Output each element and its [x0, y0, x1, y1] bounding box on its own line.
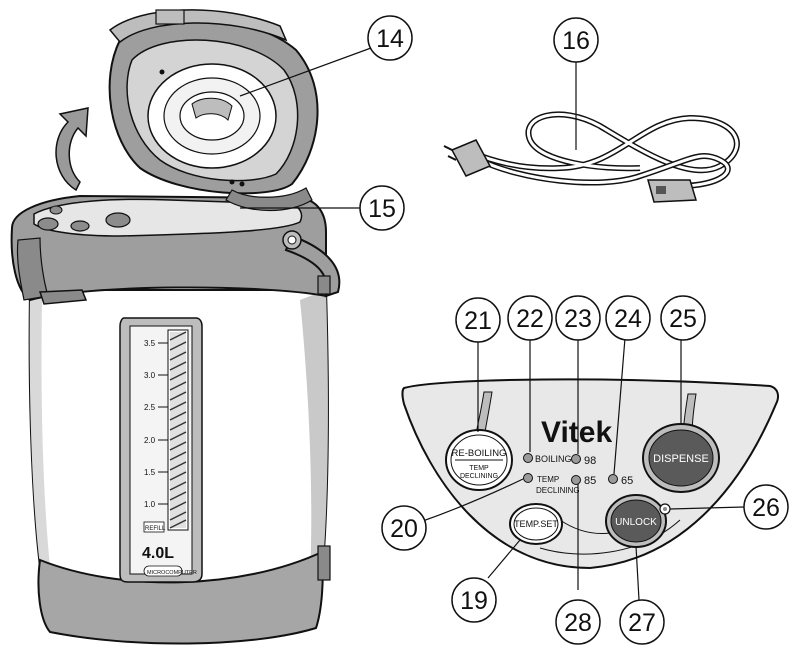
temp-set-label: TEMP.SET — [514, 519, 558, 529]
dispense-button[interactable]: DISPENSE — [642, 423, 720, 493]
refill-label: REFILL — [145, 526, 166, 532]
temp-85-label: 85 — [584, 475, 596, 487]
unlock-button[interactable]: UNLOCK — [605, 494, 667, 548]
callout-24: 24 — [605, 295, 651, 341]
svg-text:16: 16 — [562, 27, 590, 55]
gauge-mark-2.0: 2.0 — [144, 436, 156, 445]
capacity-label: 4.0L — [142, 545, 174, 562]
gauge-mark-3.0: 3.0 — [144, 371, 156, 380]
gauge-mark-1.0: 1.0 — [144, 500, 156, 509]
callout-19: 19 — [451, 577, 497, 623]
control-panel-illustration: Vitek RE-BOILING TEMP DECLINING TEMP.SET… — [401, 378, 779, 570]
pot-lid — [108, 9, 319, 212]
reboiling-label: RE-BOILING — [452, 448, 507, 459]
temp-set-button[interactable]: TEMP.SET — [509, 503, 563, 545]
temp-65-label: 65 — [621, 475, 633, 487]
pot-handle — [284, 234, 341, 298]
leader-lines — [239, 47, 745, 601]
unlock-label: UNLOCK — [615, 517, 657, 528]
svg-text:28: 28 — [564, 609, 592, 637]
gauge-mark-3.5: 3.5 — [144, 339, 156, 348]
temp-65-indicator-light — [608, 474, 618, 484]
svg-text:27: 27 — [628, 609, 656, 637]
callout-27: 27 — [619, 599, 665, 645]
svg-text:22: 22 — [516, 305, 544, 333]
temp-85-indicator-light — [571, 475, 581, 485]
pot-spout — [38, 289, 88, 305]
power-plug-icon — [450, 139, 492, 177]
svg-text:14: 14 — [376, 25, 404, 53]
water-level-fill — [169, 331, 187, 529]
gauge-mark-1.5: 1.5 — [144, 468, 156, 477]
temp-98-label: 98 — [584, 455, 596, 467]
water-level-window: 3.5 3.0 2.5 2.0 1.5 1.0 REFILL 4.0L MICR… — [119, 317, 203, 583]
callout-26: 26 — [743, 484, 789, 530]
power-cord-illustration — [443, 111, 740, 203]
callout-22: 22 — [507, 295, 553, 341]
reboiling-declining-label: DECLINING — [460, 473, 498, 480]
dispense-label: DISPENSE — [653, 453, 709, 465]
svg-text:24: 24 — [614, 305, 642, 333]
svg-text:15: 15 — [368, 195, 396, 223]
temp-declining-label-2: DECLINING — [536, 486, 580, 495]
temp-98-indicator-light — [571, 454, 581, 464]
temp-declining-label-1: TEMP — [537, 475, 559, 484]
callout-25: 25 — [660, 295, 706, 341]
open-lid-arrow-icon — [55, 107, 89, 192]
thermo-pot-illustration: 3.5 3.0 2.5 2.0 1.5 1.0 REFILL 4.0L MICR… — [10, 9, 341, 645]
boiling-indicator-light — [523, 453, 533, 463]
callout-21: 21 — [455, 297, 501, 343]
reboiling-button[interactable]: RE-BOILING TEMP DECLINING — [445, 429, 513, 491]
callout-15: 15 — [359, 185, 405, 231]
svg-text:26: 26 — [752, 494, 780, 522]
boiling-indicator-label: BOILING — [535, 454, 572, 464]
svg-text:23: 23 — [564, 305, 592, 333]
svg-text:25: 25 — [669, 305, 697, 333]
gauge-mark-2.5: 2.5 — [144, 403, 156, 412]
callout-28: 28 — [555, 599, 601, 645]
svg-text:21: 21 — [464, 307, 492, 335]
callout-20: 20 — [381, 505, 427, 551]
brand-logo: Vitek — [541, 416, 612, 449]
svg-text:19: 19 — [460, 587, 488, 615]
callout-16: 16 — [553, 17, 599, 63]
pot-top-panel — [33, 198, 303, 237]
svg-text:20: 20 — [390, 515, 418, 543]
appliance-connector-icon — [647, 179, 697, 203]
callout-14: 14 — [367, 15, 413, 61]
temp-declining-indicator-light — [523, 473, 533, 483]
callout-23: 23 — [555, 295, 601, 341]
microcomputer-label: MICROCOMPUTER — [147, 570, 197, 576]
reboiling-temp-label: TEMP — [469, 465, 489, 472]
